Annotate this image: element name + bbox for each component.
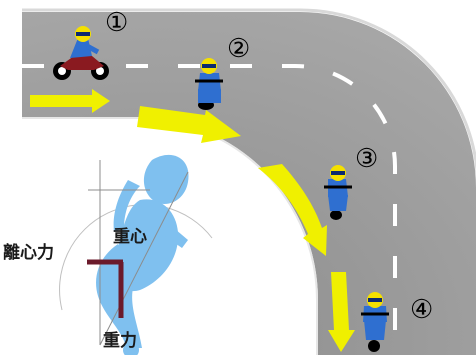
position-label-3: ③: [355, 144, 378, 174]
gravity-label: 重力: [103, 330, 137, 351]
motorcycle-icon: [324, 165, 352, 220]
road-outer-edge: [22, 8, 476, 176]
force-vectors: [87, 259, 124, 318]
curved-road: [22, 12, 476, 355]
position-label-4: ④: [410, 295, 433, 325]
motorcycle-icon: [195, 58, 223, 110]
motorcycle-icon: [53, 26, 109, 80]
position-label-2: ②: [227, 34, 250, 64]
direction-arrow-icon: [258, 164, 327, 256]
lean-guide-lines: [88, 160, 189, 346]
direction-arrow-icon: [137, 106, 241, 143]
center-of-gravity-label: 重心: [113, 226, 147, 247]
direction-arrow-icon: [30, 89, 110, 113]
lean-guide-arc: [59, 204, 213, 311]
centrifugal-force-label: 離心力: [3, 242, 54, 263]
direction-arrow-icon: [328, 272, 355, 352]
position-label-1: ①: [105, 8, 128, 38]
motorcycle-icon: [361, 292, 389, 352]
